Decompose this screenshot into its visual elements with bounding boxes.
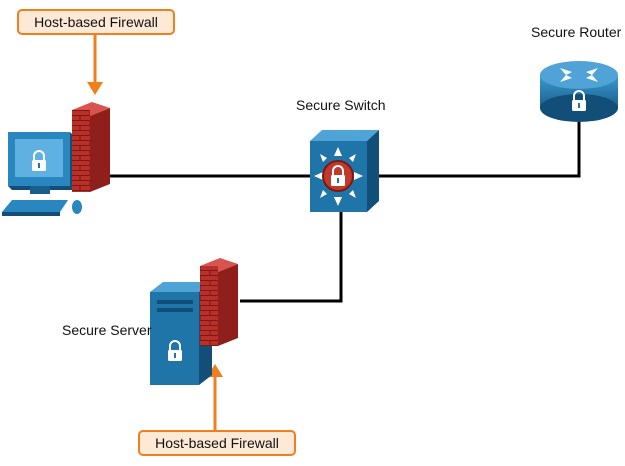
firewall-icon	[200, 258, 238, 346]
network-links	[106, 118, 581, 303]
router-icon	[540, 61, 618, 122]
host-firewall-callout-bottom: Host-based Firewall	[138, 430, 296, 456]
firewall-icon	[72, 102, 110, 192]
router-label: Secure Router	[531, 24, 622, 40]
link-switch-router	[379, 118, 581, 178]
arrow-top-head	[87, 82, 103, 95]
host-firewall-callout-top: Host-based Firewall	[17, 9, 175, 35]
server-label: Secure Server	[62, 322, 152, 338]
pc-icon	[2, 132, 82, 216]
switch-label: Secure Switch	[296, 97, 386, 113]
link-switch-server	[240, 212, 343, 303]
switch-icon	[310, 130, 379, 212]
